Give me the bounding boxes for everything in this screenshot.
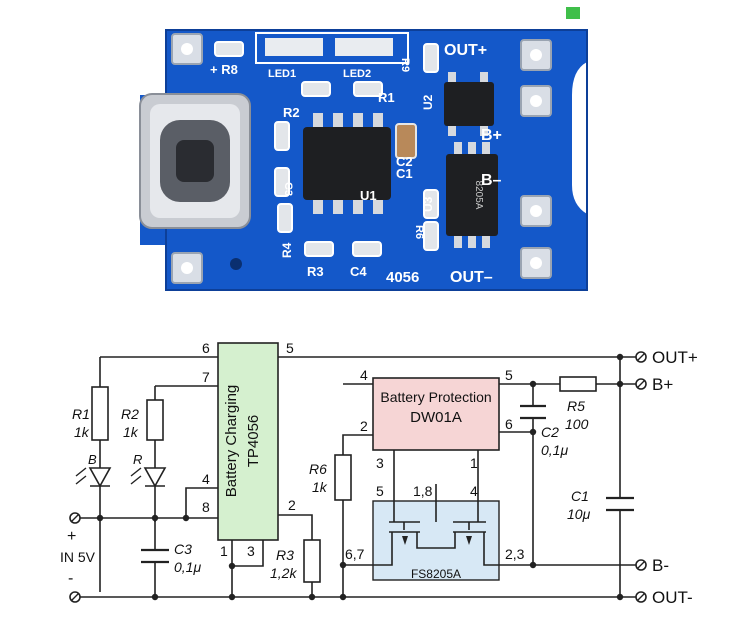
dw01a-pin-4: 4: [360, 367, 368, 383]
label-r1-value: 1k: [74, 424, 90, 440]
tp4056-block: [217, 342, 279, 541]
label-r1-ref: R1: [72, 406, 90, 422]
label-r2-ref: R2: [121, 406, 139, 422]
pcb-label-r9: R9: [399, 58, 411, 72]
label-in-minus: -: [68, 570, 73, 587]
label-led-r: R: [133, 452, 142, 467]
dw01a-pin-5: 5: [505, 367, 513, 383]
pcb-label-r2: R2: [283, 105, 300, 120]
label-r6-ref: R6: [309, 461, 327, 477]
pcb-label-led2: LED2: [343, 68, 371, 80]
resistor-r3: [303, 539, 321, 583]
capacitor-c2: [520, 404, 546, 420]
pcb-label-out-plus: OUT+: [444, 42, 487, 59]
svg-text:8205A: 8205A: [473, 181, 484, 210]
dw01a-pin-2: 2: [360, 418, 368, 434]
pcb-label-b-plus: B+: [481, 127, 502, 144]
label-in-plus: +: [67, 528, 76, 545]
label-c2-value: 0,1μ: [541, 442, 568, 458]
pcb-label-r4: R4: [280, 242, 294, 258]
resistor-r5: [559, 376, 597, 392]
label-b-plus: B+: [652, 375, 673, 394]
fs8205a-pin-1-8: 1,8: [413, 483, 433, 499]
label-r3-ref: R3: [276, 547, 294, 563]
u1-chip: [303, 113, 391, 214]
u3-chip: 8205A: [446, 142, 498, 248]
label-out-plus: OUT+: [652, 348, 698, 367]
fs8205a-pin-4: 4: [470, 483, 478, 499]
fs8205a-pin-6-7: 6,7: [345, 546, 365, 562]
pcb-label-b-minus: B–: [481, 172, 502, 189]
resistor-r2: [146, 399, 164, 441]
tp4056-pin-6: 6: [202, 340, 210, 356]
tp4056-pin-4: 4: [202, 471, 210, 487]
pcb-label-c2: C2: [396, 154, 413, 169]
dw01a-part: DW01A: [410, 409, 462, 426]
tp4056-pin-1: 1: [220, 543, 228, 559]
label-b-minus: B-: [652, 556, 669, 575]
capacitor-c3: [141, 548, 169, 564]
label-r5-value: 100: [565, 416, 589, 432]
label-r6-value: 1k: [312, 479, 328, 495]
tp4056-pin-2: 2: [288, 497, 296, 513]
label-c2-ref: C2: [541, 424, 559, 440]
capacitor-c1: [606, 496, 634, 512]
led-pair: [255, 32, 409, 64]
tp4056-function: Battery Charging: [223, 385, 240, 498]
pcb-label-r6: R6: [413, 225, 425, 239]
label-fs8205a: FS8205A: [411, 567, 461, 581]
pcb-label-out-minus: OUT–: [450, 269, 493, 286]
led-red: [130, 467, 167, 488]
pcb-label-c1: C1: [396, 166, 413, 181]
label-out-minus: OUT-: [652, 588, 693, 607]
dw01a-block: [372, 377, 500, 451]
label-c3-value: 0,1μ: [174, 559, 201, 575]
resistor-r1: [91, 386, 109, 441]
usb-c-connector: [139, 93, 251, 229]
label-r3-value: 1,2k: [270, 565, 297, 581]
pcb-label-r1: R1: [378, 90, 395, 105]
pcb-label-led1: LED1: [268, 68, 296, 80]
tp4056-pin-8: 8: [202, 499, 210, 515]
pcb-label-r3: R3: [307, 264, 324, 279]
led-blue: [75, 467, 112, 488]
dw01a-function: Battery Protection: [380, 389, 491, 405]
dw01a-pin-6: 6: [505, 416, 513, 432]
tp4056-part: TP4056: [245, 415, 262, 468]
pcb-label-c3: C3: [282, 182, 294, 196]
pcb-photo: 8205A + R8 LED1 LED2 R9 R1 R2 U1 C1 C2 C…: [139, 7, 588, 291]
label-led-b: B: [88, 452, 97, 467]
dw01a-pin-1: 1: [470, 455, 478, 471]
pcb-label-c4: C4: [350, 264, 367, 279]
u2-chip: [444, 72, 494, 136]
label-c3-ref: C3: [174, 541, 192, 557]
label-in-5v: IN 5V: [60, 549, 96, 565]
corner-marker: [566, 7, 580, 19]
tp4056-pin-7: 7: [202, 369, 210, 385]
label-c1-value: 10μ: [567, 506, 591, 522]
circuit-schematic: Battery Charging TP4056 Battery Protecti…: [60, 340, 698, 607]
pcb-chip-marking: 4056: [386, 269, 419, 286]
label-r5-ref: R5: [567, 398, 585, 414]
fs8205a-pin-2-3: 2,3: [505, 546, 525, 562]
resistor-r6: [334, 454, 352, 501]
dw01a-pin-3: 3: [376, 455, 384, 471]
tp4056-pin-5: 5: [286, 340, 294, 356]
tp4056-pin-3: 3: [247, 543, 255, 559]
label-r2-value: 1k: [123, 424, 139, 440]
label-c1-ref: C1: [571, 488, 589, 504]
pcb-label-u1: U1: [360, 188, 377, 203]
fs8205a-pin-5: 5: [376, 483, 384, 499]
pcb-label-r8: + R8: [210, 62, 238, 77]
pcb-label-u2: U2: [421, 94, 435, 110]
pcb-label-u3: U3: [421, 196, 435, 212]
